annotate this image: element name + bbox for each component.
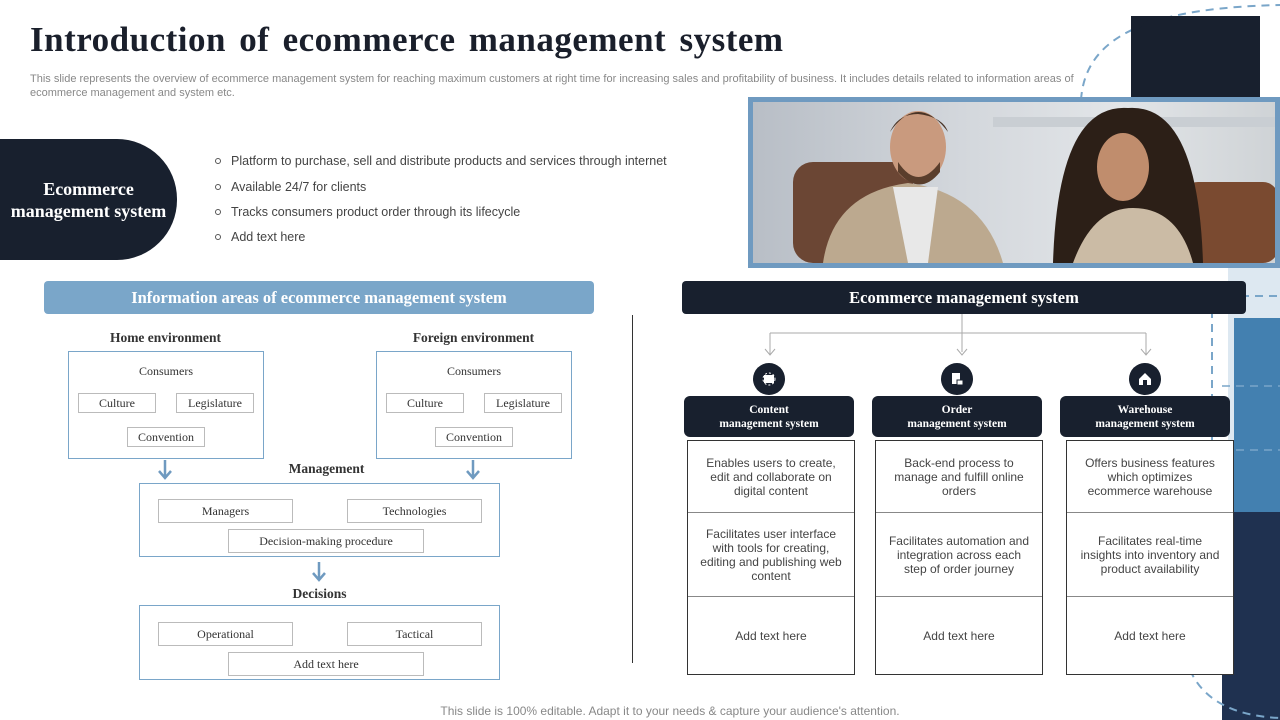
ecommerce-system-header: Ecommerce management system (682, 281, 1246, 314)
chip-convention: Convention (127, 427, 205, 447)
column-subtitle: management system (719, 417, 819, 430)
column-cell: Facilitates real-time insights into inve… (1067, 513, 1233, 597)
column-cell: Add text here (923, 628, 995, 643)
order-system-column: Back-end process to manage and fulfill o… (875, 440, 1043, 675)
people-photo (748, 97, 1280, 268)
bullet-text: Tracks consumers product order through i… (231, 205, 521, 219)
content-system-column: Enables users to create, edit and collab… (687, 440, 855, 675)
decisions-box: Operational Tactical Add text here (139, 605, 500, 680)
chip-decision-making: Decision-making procedure (228, 529, 424, 553)
foreign-environment-box: Consumers Culture Legislature Convention (376, 351, 572, 459)
chip-add-text: Add text here (228, 652, 424, 676)
chip-legislature: Legislature (176, 393, 254, 413)
bullet-text: Available 24/7 for clients (231, 180, 367, 194)
chip-technologies: Technologies (347, 499, 482, 523)
page-title: Introduction of ecommerce management sys… (30, 20, 784, 59)
bullet-item: Tracks consumers product order through i… (215, 205, 520, 219)
section-divider (632, 315, 633, 663)
warehouse-icon (1129, 363, 1161, 395)
column-cell: Back-end process to manage and fulfill o… (876, 441, 1042, 513)
warehouse-system-column: Offers business features which optimizes… (1066, 440, 1234, 675)
arrow-down-icon (466, 460, 480, 480)
content-icon (753, 363, 785, 395)
bullet-text: Add text here (231, 230, 306, 244)
column-subtitle: management system (907, 417, 1007, 430)
column-subtitle: management system (1095, 417, 1195, 430)
connector-lines (764, 314, 1152, 356)
chip-managers: Managers (158, 499, 293, 523)
chip-culture: Culture (386, 393, 464, 413)
consumers-label: Consumers (139, 364, 193, 378)
management-label: Management (288, 461, 365, 476)
bullet-icon (215, 234, 221, 240)
home-environment-box: Consumers Culture Legislature Convention (68, 351, 264, 459)
chip-culture: Culture (78, 393, 156, 413)
footer-note: This slide is 100% editable. Adapt it to… (440, 704, 900, 718)
column-cell: Add text here (1114, 628, 1186, 643)
bullet-icon (215, 209, 221, 215)
column-title: Order (941, 403, 973, 416)
management-box: Managers Technologies Decision-making pr… (139, 483, 500, 557)
column-cell: Facilitates user interface with tools fo… (688, 513, 854, 597)
info-areas-header: Information areas of ecommerce managemen… (44, 281, 594, 314)
bullet-icon (215, 158, 221, 164)
bullet-item: Available 24/7 for clients (215, 180, 366, 194)
chip-convention: Convention (435, 427, 513, 447)
home-environment-label: Home environment (109, 330, 222, 345)
column-title: Warehouse (1117, 403, 1173, 416)
bullet-icon (215, 184, 221, 190)
photo-illustration (793, 107, 1275, 263)
chip-tactical: Tactical (347, 622, 482, 646)
bullet-item: Add text here (215, 230, 305, 244)
page-subtitle: This slide represents the overview of ec… (30, 73, 1074, 99)
column-cell: Add text here (735, 628, 807, 643)
column-cell: Enables users to create, edit and collab… (688, 441, 854, 513)
column-cell: Facilitates automation and integration a… (876, 513, 1042, 597)
consumers-label: Consumers (447, 364, 501, 378)
column-cell: Offers business features which optimizes… (1067, 441, 1233, 513)
decisions-label: Decisions (292, 586, 347, 601)
arrow-down-icon (312, 562, 326, 582)
foreign-environment-label: Foreign environment (412, 330, 535, 345)
arrow-down-icon (158, 460, 172, 480)
column-title: Content (749, 403, 789, 416)
chip-legislature: Legislature (484, 393, 562, 413)
bullet-item: Platform to purchase, sell and distribut… (215, 154, 667, 168)
order-icon (941, 363, 973, 395)
bullet-text: Platform to purchase, sell and distribut… (231, 154, 667, 168)
ecommerce-label-pill: Ecommerce management system (0, 139, 177, 260)
chip-operational: Operational (158, 622, 293, 646)
